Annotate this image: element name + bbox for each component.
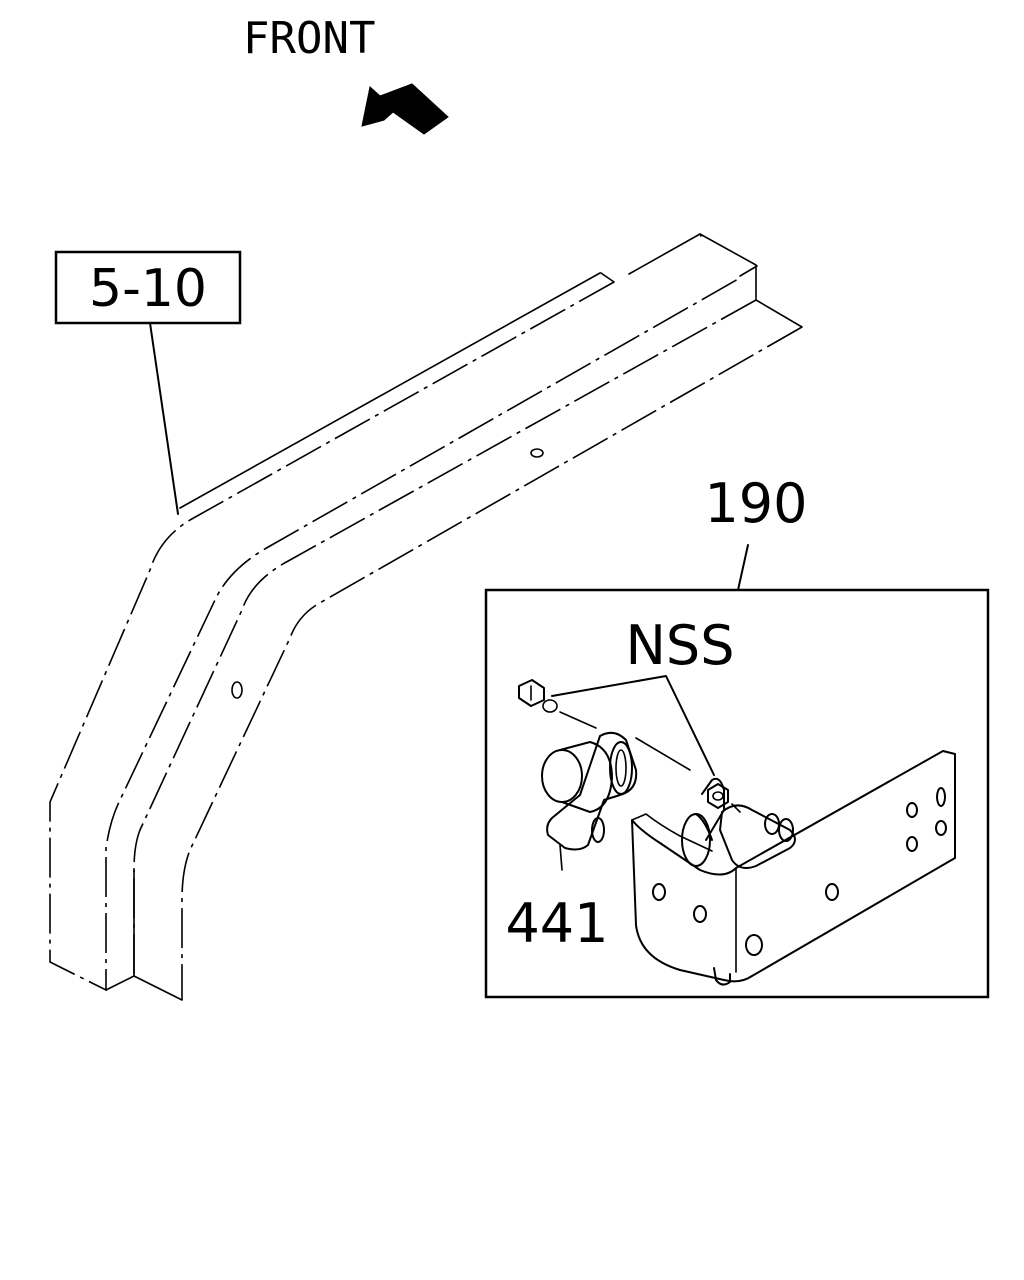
front-arrow-icon xyxy=(361,83,449,135)
frame-ref-leader xyxy=(149,322,179,515)
roller-bracket xyxy=(541,731,638,871)
assembly-label: 190 xyxy=(704,472,807,535)
detail-box xyxy=(484,588,990,999)
frame-ref-label: 5-10 xyxy=(89,259,207,319)
nss-leader xyxy=(551,675,715,776)
bolt-axis xyxy=(635,737,691,771)
frame-rail xyxy=(49,233,803,1001)
frame-ref-callout: 5-10 xyxy=(54,250,242,515)
assembly-leader xyxy=(737,544,749,591)
frame-ref-box xyxy=(54,250,242,325)
front-label: FRONT xyxy=(243,13,375,64)
part-label: 441 xyxy=(505,892,608,955)
mounting-bracket xyxy=(631,750,956,986)
nss-label: NSS xyxy=(626,614,735,677)
bolt xyxy=(518,679,597,729)
